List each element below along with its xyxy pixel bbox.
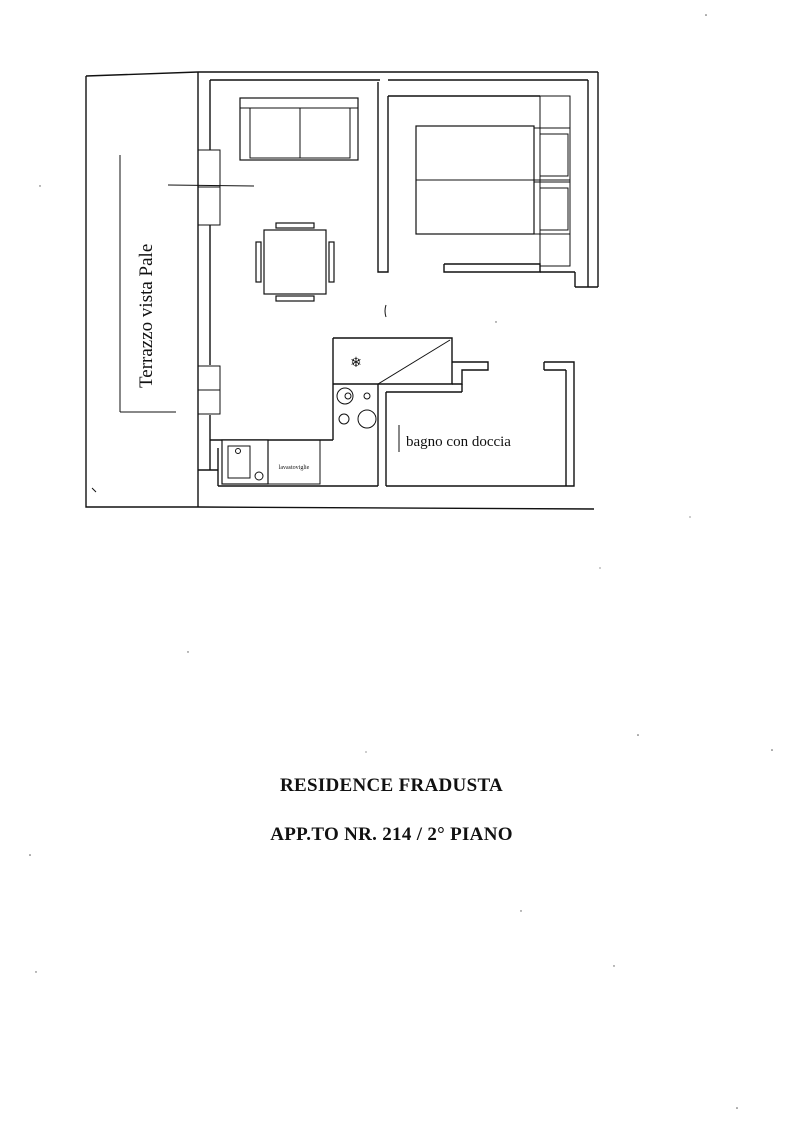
dining-table — [255, 222, 335, 302]
wardrobe — [533, 95, 571, 267]
door-marks — [91, 304, 387, 493]
bedroom-walls — [377, 82, 576, 287]
terrace-area: Terrazzo vista Pale — [85, 71, 199, 508]
bathroom-label: bagno con doccia — [406, 434, 511, 450]
apartment-subtitle: APP.TO NR. 214 / 2° PIANO — [270, 824, 513, 845]
kitchen-sink — [221, 439, 269, 485]
residence-title: RESIDENCE FRADUSTA — [279, 775, 504, 796]
window-upper — [167, 149, 255, 226]
kitchen-block — [198, 337, 575, 487]
scan-noise — [29, 14, 773, 1109]
terrace-label: Terrazzo vista Pale — [136, 244, 157, 388]
bed — [415, 125, 535, 235]
window-lower — [197, 365, 221, 415]
snowflake-icon: ❄ — [350, 356, 362, 371]
dishwasher-label: lavastoviglie — [279, 465, 310, 471]
outer-walls — [197, 71, 599, 510]
dishwasher: lavastoviglie — [267, 439, 321, 485]
sofa — [239, 97, 359, 161]
cooktop — [333, 383, 378, 429]
bathroom: bagno con doccia — [398, 425, 511, 452]
